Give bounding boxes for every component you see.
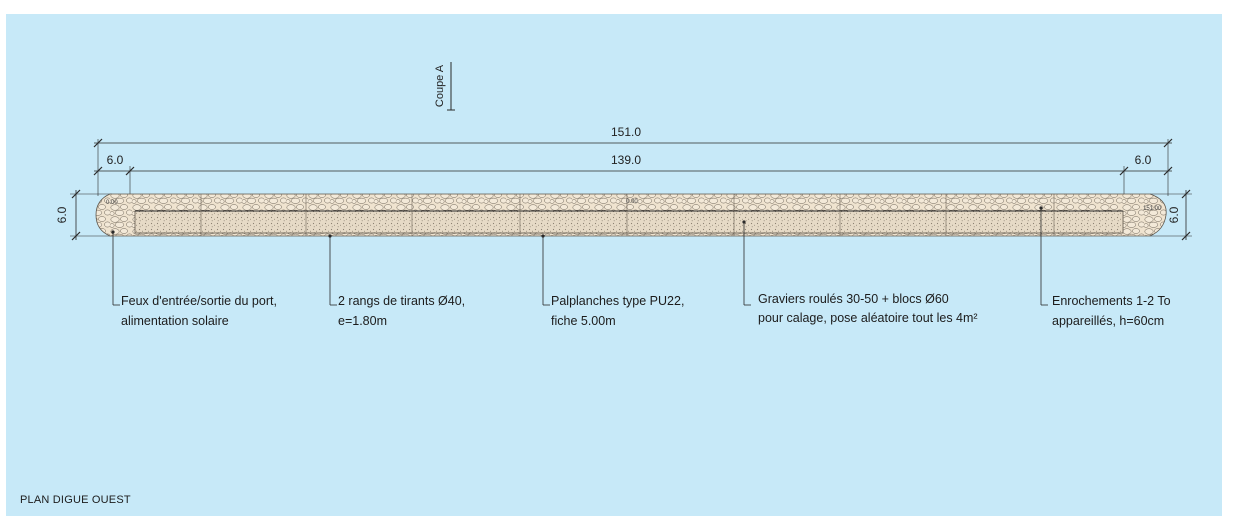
callout-sheet-piles-line1: Palplanches type PU22, xyxy=(551,294,684,308)
callout-lights: Feux d'entrée/sortie du port, alimentati… xyxy=(111,230,277,328)
breakwater-body: 0.00 0.00 151.00 xyxy=(95,193,1167,237)
left-width-value: 6.0 xyxy=(55,206,69,223)
callout-sheet-piles-line2: fiche 5.00m xyxy=(551,314,616,328)
overall-dimension: 151.0 xyxy=(93,125,1173,196)
section-mark: Coupe A xyxy=(434,62,455,111)
callout-gravel-line2: pour calage, pose aléatoire tout les 4m² xyxy=(758,311,978,325)
callout-tie-rods-line1: 2 rangs de tirants Ø40, xyxy=(338,294,465,308)
plan-title: PLAN DIGUE OUEST xyxy=(20,494,131,506)
end-mark-left: 0.00 xyxy=(106,200,118,206)
callout-gravel: Graviers roulés 30-50 + blocs Ø60 pour c… xyxy=(742,220,978,325)
width-dimension-left: 6.0 xyxy=(55,189,112,241)
callout-rock-armour-line2: appareillés, h=60cm xyxy=(1052,314,1164,328)
gravel-core xyxy=(134,210,1124,234)
callout-rock-armour: Enrochements 1-2 To appareillés, h=60cm xyxy=(1039,206,1171,328)
callout-tie-rods: 2 rangs de tirants Ø40, e=1.80m xyxy=(328,234,465,328)
right-end-dimension: 6.0 xyxy=(1135,153,1152,167)
callout-lights-line2: alimentation solaire xyxy=(121,314,229,328)
callout-tie-rods-line2: e=1.80m xyxy=(338,314,387,328)
callouts: Feux d'entrée/sortie du port, alimentati… xyxy=(111,206,1171,328)
end-mark-right: 151.00 xyxy=(1143,206,1162,212)
width-dimension-right: 6.0 xyxy=(1150,189,1192,241)
overall-dimension-value: 151.0 xyxy=(611,125,641,139)
inner-dimension-value: 139.0 xyxy=(611,153,641,167)
end-mark-middle: 0.00 xyxy=(626,199,638,205)
sea-background xyxy=(6,14,1222,516)
section-label: Coupe A xyxy=(434,64,446,107)
callout-rock-armour-line1: Enrochements 1-2 To xyxy=(1052,294,1171,308)
sheet-pile-joints xyxy=(200,194,1055,236)
callout-sheet-piles: Palplanches type PU22, fiche 5.00m xyxy=(541,234,684,328)
left-end-dimension: 6.0 xyxy=(107,153,124,167)
callout-lights-line1: Feux d'entrée/sortie du port, xyxy=(121,294,277,308)
callout-gravel-line1: Graviers roulés 30-50 + blocs Ø60 xyxy=(758,292,949,306)
right-width-value: 6.0 xyxy=(1167,206,1181,223)
